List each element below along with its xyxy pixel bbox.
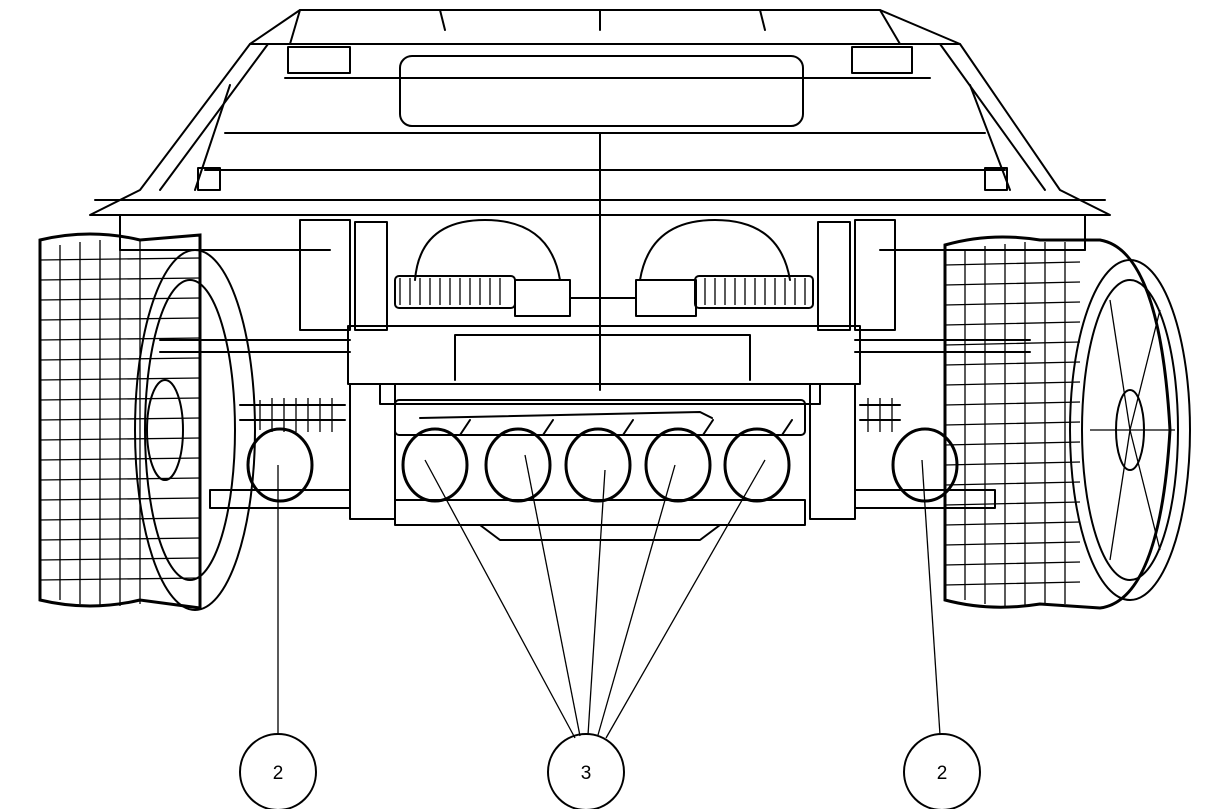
callout-center: 3 [547, 733, 625, 809]
callout-right-number: 2 [937, 763, 948, 784]
motor-left [246, 427, 314, 503]
motor-center-5 [723, 427, 791, 503]
motor-center-1 [401, 427, 469, 503]
suspension-assembly [299, 219, 896, 331]
callout-center-number: 3 [581, 763, 592, 784]
chassis-frame [159, 325, 1031, 541]
motors [246, 419, 959, 503]
left-wheel [38, 232, 256, 611]
right-wheel [943, 235, 1191, 610]
vehicle-body [89, 9, 1111, 391]
motor-center-3 [564, 427, 632, 503]
callout-left: 2 [239, 733, 317, 809]
motor-center-4 [644, 427, 712, 503]
leader-lines [277, 454, 941, 739]
motor-center-2 [484, 427, 552, 503]
callout-right: 2 [903, 733, 981, 809]
callout-left-number: 2 [273, 763, 284, 784]
